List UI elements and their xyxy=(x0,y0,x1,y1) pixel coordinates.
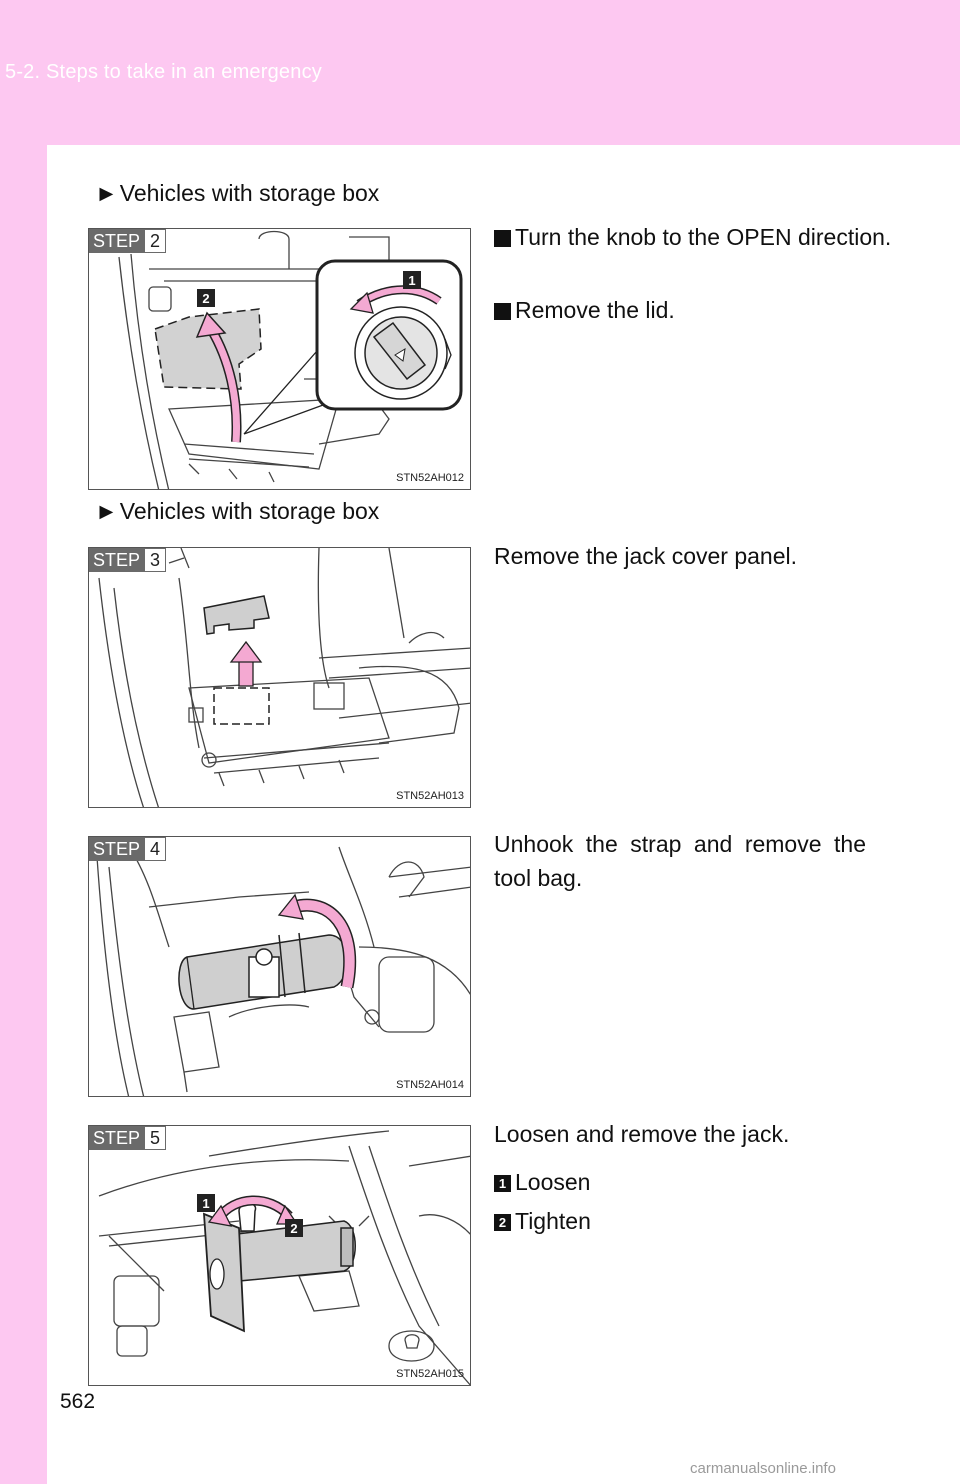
figure-code: STN52AH012 xyxy=(396,472,464,484)
vehicle-note: ►Vehicles with storage box xyxy=(95,180,380,206)
svg-text:2: 2 xyxy=(290,1221,297,1236)
page-sidebar xyxy=(0,145,47,1484)
triangle-bullet-icon: ► xyxy=(95,498,118,524)
triangle-bullet-icon: ► xyxy=(95,180,118,206)
watermark: carmanualsonline.info xyxy=(690,1460,836,1477)
tool-bag-illustration xyxy=(96,846,470,1096)
page-header: 5-2. Steps to take in an emergency xyxy=(0,0,960,145)
step-4-instruction: Unhook the strap and remove the tool bag… xyxy=(494,831,866,891)
svg-text:2: 2 xyxy=(202,291,209,306)
figure-code: STN52AH015 xyxy=(396,1368,464,1380)
number-badge: 2 xyxy=(486,303,511,320)
section-title: 5-2. Steps to take in an emergency xyxy=(5,61,322,83)
svg-text:1: 1 xyxy=(202,1196,209,1211)
jack-removal-illustration: 1 2 xyxy=(98,1130,470,1385)
figure-code: STN52AH013 xyxy=(396,790,464,802)
number-badge: 2 xyxy=(494,1214,511,1231)
number-badge: 1 xyxy=(494,1175,511,1192)
step-3-instruction: Remove the jack cover panel. xyxy=(494,543,797,569)
storage-box-illustration: 2 1 xyxy=(118,230,463,489)
jack-cover-illustration xyxy=(98,548,470,807)
vehicle-note: ►Vehicles with storage box xyxy=(95,498,380,524)
figure-code: STN52AH014 xyxy=(396,1079,464,1091)
step-5-instruction: Loosen and remove the jack. xyxy=(494,1121,790,1147)
number-badge: 1 xyxy=(486,230,511,247)
page-number: 562 xyxy=(60,1390,96,1413)
svg-text:1: 1 xyxy=(408,273,415,288)
